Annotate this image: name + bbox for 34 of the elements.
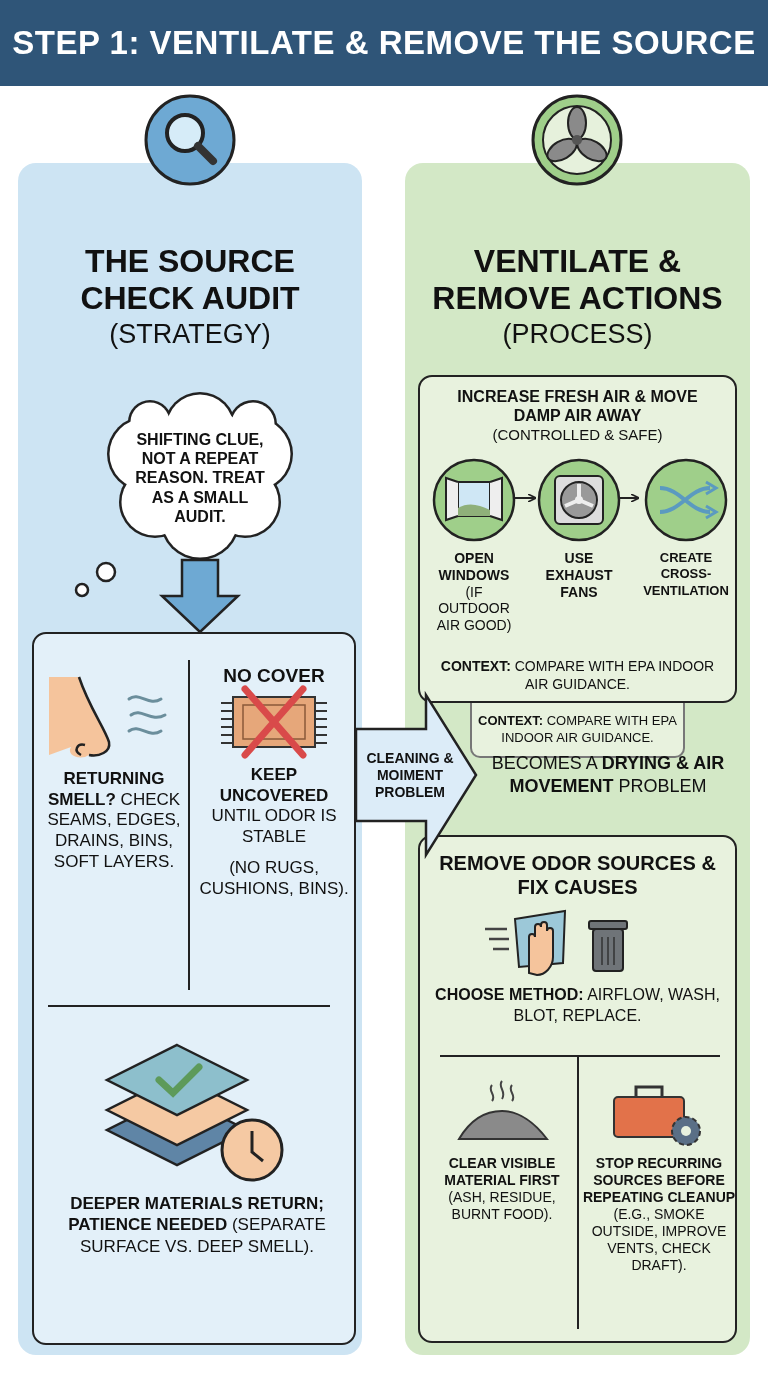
- step-note: (IF OUTDOOR AIR GOOD): [435, 583, 513, 634]
- panel-heading: THE SOURCE CHECK AUDIT: [79, 243, 301, 317]
- box-subheading: (CONTROLLED & SAFE): [491, 426, 664, 444]
- step-label: CREATE CROSS-VENTILATION: [642, 550, 730, 599]
- panel-subheading: (PROCESS): [501, 318, 654, 350]
- step-box: [418, 375, 737, 703]
- step-box: [418, 835, 737, 1343]
- arrow: [513, 493, 537, 503]
- method-text: CHOOSE METHOD: AIRFLOW, WASH, BLOT, REPLACE.: [434, 985, 721, 1026]
- box-heading: REMOVE ODOR SOURCES & FIX CAUSES: [438, 851, 717, 899]
- result-text: BECOMES A DRYING & AIR MOVEMENT PROBLEM: [490, 751, 726, 798]
- step-label: USE EXHAUST FANS: [544, 550, 614, 601]
- panel-heading: VENTILATE & REMOVE ACTIONS: [431, 243, 724, 317]
- edge-label: CLEANING & MOIMENT PROBLEM: [365, 750, 455, 801]
- panel-subheading: (STRATEGY): [108, 318, 272, 350]
- title: STEP 1: VENTILATE & REMOVE THE SOURCE: [12, 24, 756, 62]
- tip-text: KEEP UNCOVERED UNTIL ODOR IS STABLE: [210, 765, 338, 848]
- cloud-text: SHIFTING CLUE, NOT A REPEAT REASON. TREAT AS A SMALL AUDIT.: [134, 430, 266, 526]
- tip-note: (NO RUGS, CUSHIONS, BINS).: [198, 857, 350, 900]
- checklist-box: [32, 632, 356, 1345]
- context-note: CONTEXT: COMPARE WITH EPA INDOOR AIR GUIDANCE.: [439, 658, 716, 693]
- context-box: [470, 703, 685, 758]
- action-text: STOP RECURRING SOURCES BEFORE REPEATING CLEANUP (E.G., SMOKE OUTSIDE, IMPROVE VENTS, CHECK DRAFT).: [582, 1155, 736, 1275]
- box-heading: INCREASE FRESH AIR & MOVE DAMP AIR AWAY: [456, 387, 699, 426]
- panel: [18, 163, 362, 1355]
- arrow: [158, 558, 242, 634]
- tip-text: DEEPER MATERIALS RETURN; PATIENCE NEEDED (SEPARATE SURFACE VS. DEEP SMELL).: [67, 1193, 327, 1257]
- context-note: CONTEXT: COMPARE WITH EPA INDOOR AIR GUIDANCE.: [478, 712, 677, 747]
- tip-heading: NO COVER: [222, 665, 326, 687]
- action-text: CLEAR VISIBLE MATERIAL FIRST (ASH, RESIDUE, BURNT FOOD).: [443, 1155, 561, 1224]
- tip-text: RETURNING SMELL? CHECK SEAMS, EDGES, DRAINS, BINS, SOFT LAYERS.: [46, 769, 182, 873]
- step-label: OPEN WINDOWS: [437, 550, 511, 584]
- arrow: [354, 690, 478, 860]
- arrow: [618, 493, 640, 503]
